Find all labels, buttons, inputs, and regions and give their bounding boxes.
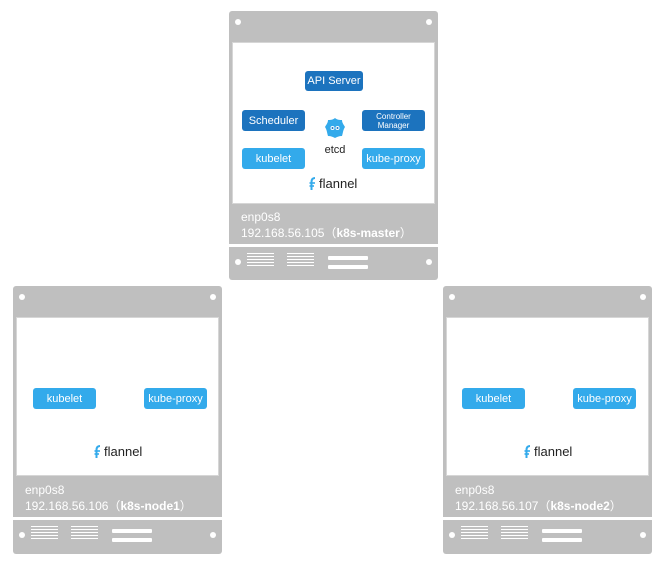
ip-address: 192.168.56.105 [241, 226, 325, 240]
vent [287, 253, 314, 269]
drive-slot [542, 529, 582, 533]
paren-open: （ [324, 226, 337, 240]
kubelet-box: kubelet [242, 148, 305, 169]
interface-name: enp0s8 [25, 483, 65, 497]
master-server: API Server Scheduler Controller Manager … [229, 11, 438, 280]
interface-name: enp0s8 [455, 483, 495, 497]
screw-dot [426, 259, 432, 265]
paren-open: （ [538, 499, 551, 513]
flannel-logo: flannel [309, 176, 357, 191]
divider [229, 244, 438, 247]
paren-close: ） [609, 499, 622, 513]
drive-slot [112, 529, 152, 533]
drive-slot [112, 538, 152, 542]
screw-dot [449, 532, 455, 538]
paren-close: ） [179, 499, 192, 513]
flannel-text: flannel [104, 444, 143, 459]
master-net-label: enp0s8 192.168.56.105（k8s-master） [241, 209, 412, 241]
screw-dot [235, 19, 241, 25]
scheduler-box: Scheduler [242, 110, 305, 131]
screw-dot [640, 294, 646, 300]
screw-dot [19, 294, 25, 300]
kube-proxy-box: kube-proxy [144, 388, 207, 409]
etcd-label: etcd [324, 144, 346, 156]
screw-dot [449, 294, 455, 300]
flannel-logo: flannel [524, 444, 572, 459]
screw-dot [235, 259, 241, 265]
kubelet-box: kubelet [462, 388, 525, 409]
screw-dot [426, 19, 432, 25]
paren-close: ） [399, 226, 412, 240]
flannel-icon [94, 444, 101, 458]
ip-line: 192.168.56.105（k8s-master） [241, 225, 412, 241]
etcd: etcd [315, 117, 355, 156]
screw-dot [210, 294, 216, 300]
flannel-icon [524, 444, 531, 458]
kubelet-box: kubelet [33, 388, 96, 409]
paren-open: （ [108, 499, 121, 513]
etcd-icon [325, 118, 345, 138]
server-bottom [229, 247, 438, 280]
server-bottom [13, 520, 222, 554]
ip-line: 192.168.56.106（k8s-node1） [25, 498, 192, 514]
hostname: k8s-node2 [550, 499, 610, 513]
screw-dot [19, 532, 25, 538]
master-panel: API Server Scheduler Controller Manager … [232, 42, 435, 204]
kube-proxy-box: kube-proxy [573, 388, 636, 409]
controller-manager-box: Controller Manager [362, 110, 425, 131]
drive-slot [328, 265, 368, 269]
node1-server: kubelet kube-proxy flannel enp0s8 192.16… [13, 286, 222, 554]
node2-net-label: enp0s8 192.168.56.107（k8s-node2） [455, 482, 622, 514]
vent [501, 526, 528, 542]
flannel-text: flannel [534, 444, 573, 459]
divider [443, 517, 652, 520]
vent [31, 526, 58, 542]
divider [13, 517, 222, 520]
node1-panel: kubelet kube-proxy flannel [16, 317, 219, 476]
ip-address: 192.168.56.107 [455, 499, 539, 513]
drive-slot [542, 538, 582, 542]
kube-proxy-box: kube-proxy [362, 148, 425, 169]
ip-address: 192.168.56.106 [25, 499, 109, 513]
interface-name: enp0s8 [241, 210, 281, 224]
api-server-box: API Server [305, 71, 363, 91]
flannel-icon [309, 176, 316, 190]
hostname: k8s-node1 [120, 499, 180, 513]
screw-dot [640, 532, 646, 538]
screw-dot [210, 532, 216, 538]
server-bottom [443, 520, 652, 554]
node2-panel: kubelet kube-proxy flannel [446, 317, 649, 476]
flannel-logo: flannel [94, 444, 142, 459]
hostname: k8s-master [336, 226, 400, 240]
node2-server: kubelet kube-proxy flannel enp0s8 192.16… [443, 286, 652, 554]
flannel-text: flannel [319, 176, 358, 191]
vent [461, 526, 488, 542]
drive-slot [328, 256, 368, 260]
vent [71, 526, 98, 542]
node1-net-label: enp0s8 192.168.56.106（k8s-node1） [25, 482, 192, 514]
ip-line: 192.168.56.107（k8s-node2） [455, 498, 622, 514]
vent [247, 253, 274, 269]
